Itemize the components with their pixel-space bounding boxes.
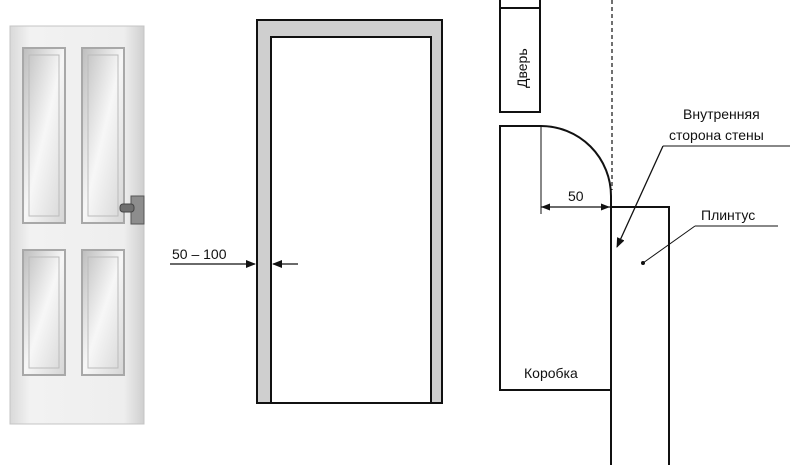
frame-section bbox=[499, 125, 612, 391]
baseboard-label: Плинтус bbox=[701, 207, 755, 223]
door-panel-top-left bbox=[22, 47, 66, 224]
door-opening bbox=[270, 36, 432, 404]
baseboard-section bbox=[611, 206, 670, 465]
door-label: Дверь bbox=[514, 48, 530, 88]
wall-label-line2: сторона стены bbox=[669, 127, 764, 143]
door-leaf-section bbox=[499, 7, 541, 113]
frame-gap-label: 50 – 100 bbox=[172, 246, 227, 262]
door-panel-bottom-left bbox=[22, 249, 66, 376]
door-panel-bottom-right bbox=[81, 249, 125, 376]
clearance-dimension: 50 bbox=[541, 188, 610, 211]
clearance-label: 50 bbox=[568, 188, 584, 204]
section-view: Дверь 50 Плинтус Внутренняя сторона стен… bbox=[499, 0, 790, 465]
wall-label-line1: Внутренняя bbox=[683, 106, 760, 122]
door-panel-top-right bbox=[81, 47, 125, 224]
frame-front-view: 50 – 100 bbox=[170, 19, 443, 404]
door-handle bbox=[119, 195, 145, 225]
door-picture bbox=[9, 25, 145, 425]
frame-label: Коробка bbox=[524, 365, 578, 381]
frame-width-dimension: 50 – 100 bbox=[170, 246, 298, 268]
